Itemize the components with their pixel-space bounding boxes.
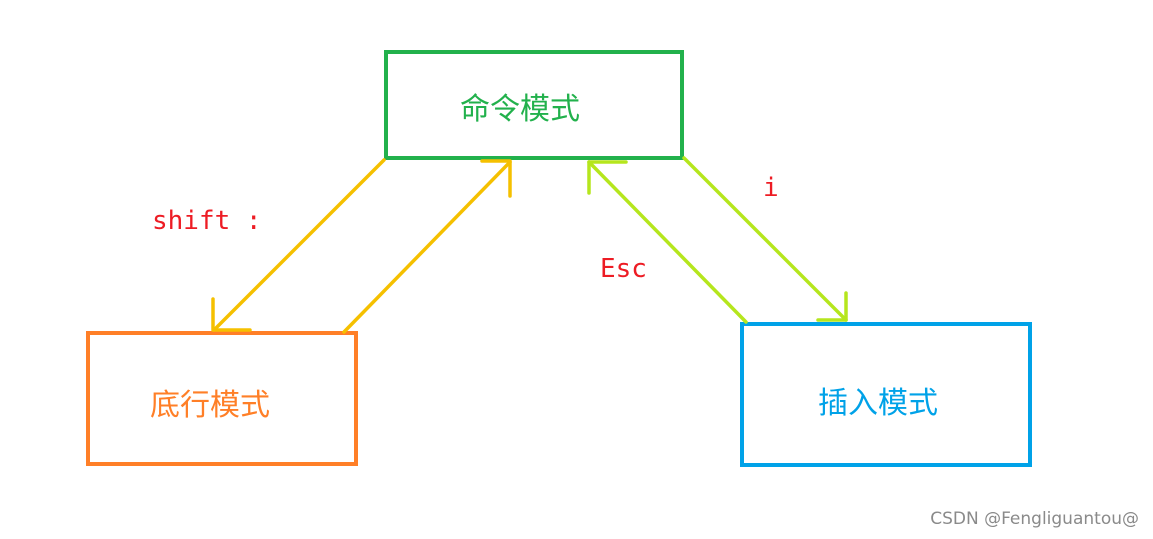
arrow-shaft	[682, 156, 848, 322]
edge-label-i: i	[763, 173, 779, 203]
bottom-line-mode-box	[86, 331, 358, 466]
arrow-head	[587, 160, 628, 195]
arrow-head	[211, 297, 252, 332]
edge-command-to-insert	[682, 156, 848, 322]
insert-mode-label: 插入模式	[818, 386, 938, 421]
arrow-shaft	[342, 160, 512, 334]
command-mode-node: 命令模式	[384, 50, 684, 160]
arrow-shaft	[587, 160, 748, 324]
edge-command-to-bottom-line	[211, 158, 386, 332]
command-mode-box	[384, 50, 684, 160]
arrow-shaft	[212, 158, 386, 332]
edge-bottom-line-to-command	[342, 159, 512, 334]
edge-label-esc: Esc	[600, 254, 647, 284]
insert-mode-node: 插入模式	[740, 322, 1032, 467]
arrow-head	[480, 159, 512, 198]
edge-label-shift-colon: shift :	[152, 206, 262, 236]
command-mode-label: 命令模式	[460, 92, 580, 127]
watermark-text: CSDN @Fengliguantou@	[930, 509, 1139, 529]
bottom-line-mode-label: 底行模式	[150, 388, 270, 423]
arrow-head	[816, 291, 848, 322]
insert-mode-box	[740, 322, 1032, 467]
bottom-line-mode-node: 底行模式	[86, 331, 358, 466]
edge-insert-to-command	[587, 160, 748, 324]
